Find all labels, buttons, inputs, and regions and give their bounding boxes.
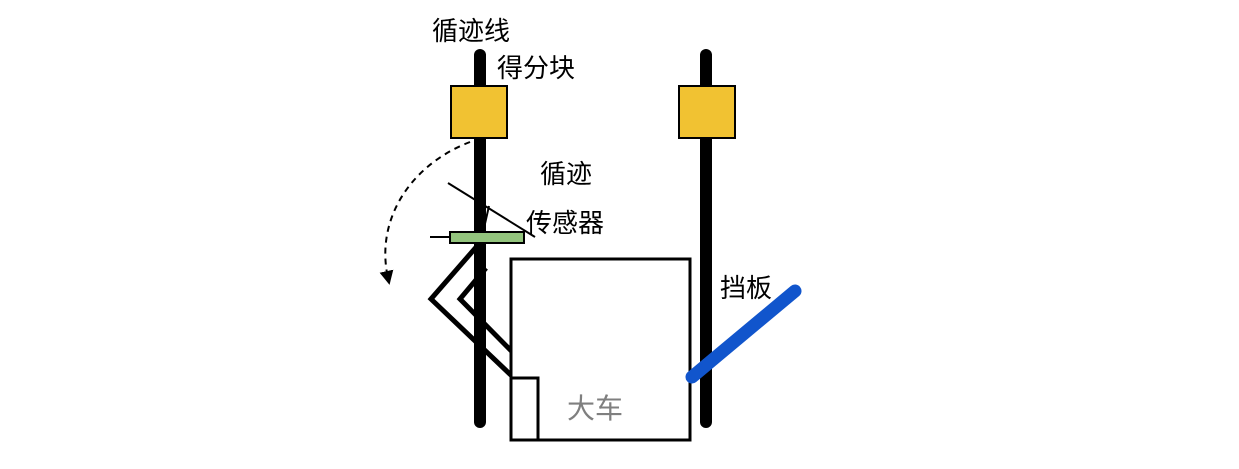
rotation-arrow xyxy=(379,141,471,285)
sensor-label-line1: 循迹 xyxy=(540,160,592,190)
baffle-bar xyxy=(685,284,802,384)
track-line-label: 循迹线 xyxy=(432,17,510,47)
car-attachment-box xyxy=(509,376,540,442)
left-score-block xyxy=(450,85,508,139)
sensor-short-tick xyxy=(483,205,490,229)
big-car-body xyxy=(509,257,692,442)
big-car-label: 大车 xyxy=(567,392,623,425)
baffle-label: 挡板 xyxy=(720,274,772,304)
right-score-block xyxy=(678,85,736,139)
sensor-label-line2: 传感器 xyxy=(526,209,604,239)
score-block-label: 得分块 xyxy=(497,54,575,84)
arm-outer-stroke xyxy=(427,243,516,380)
track-sensor-bar xyxy=(449,231,525,244)
sensor-pivot-line xyxy=(447,182,536,238)
